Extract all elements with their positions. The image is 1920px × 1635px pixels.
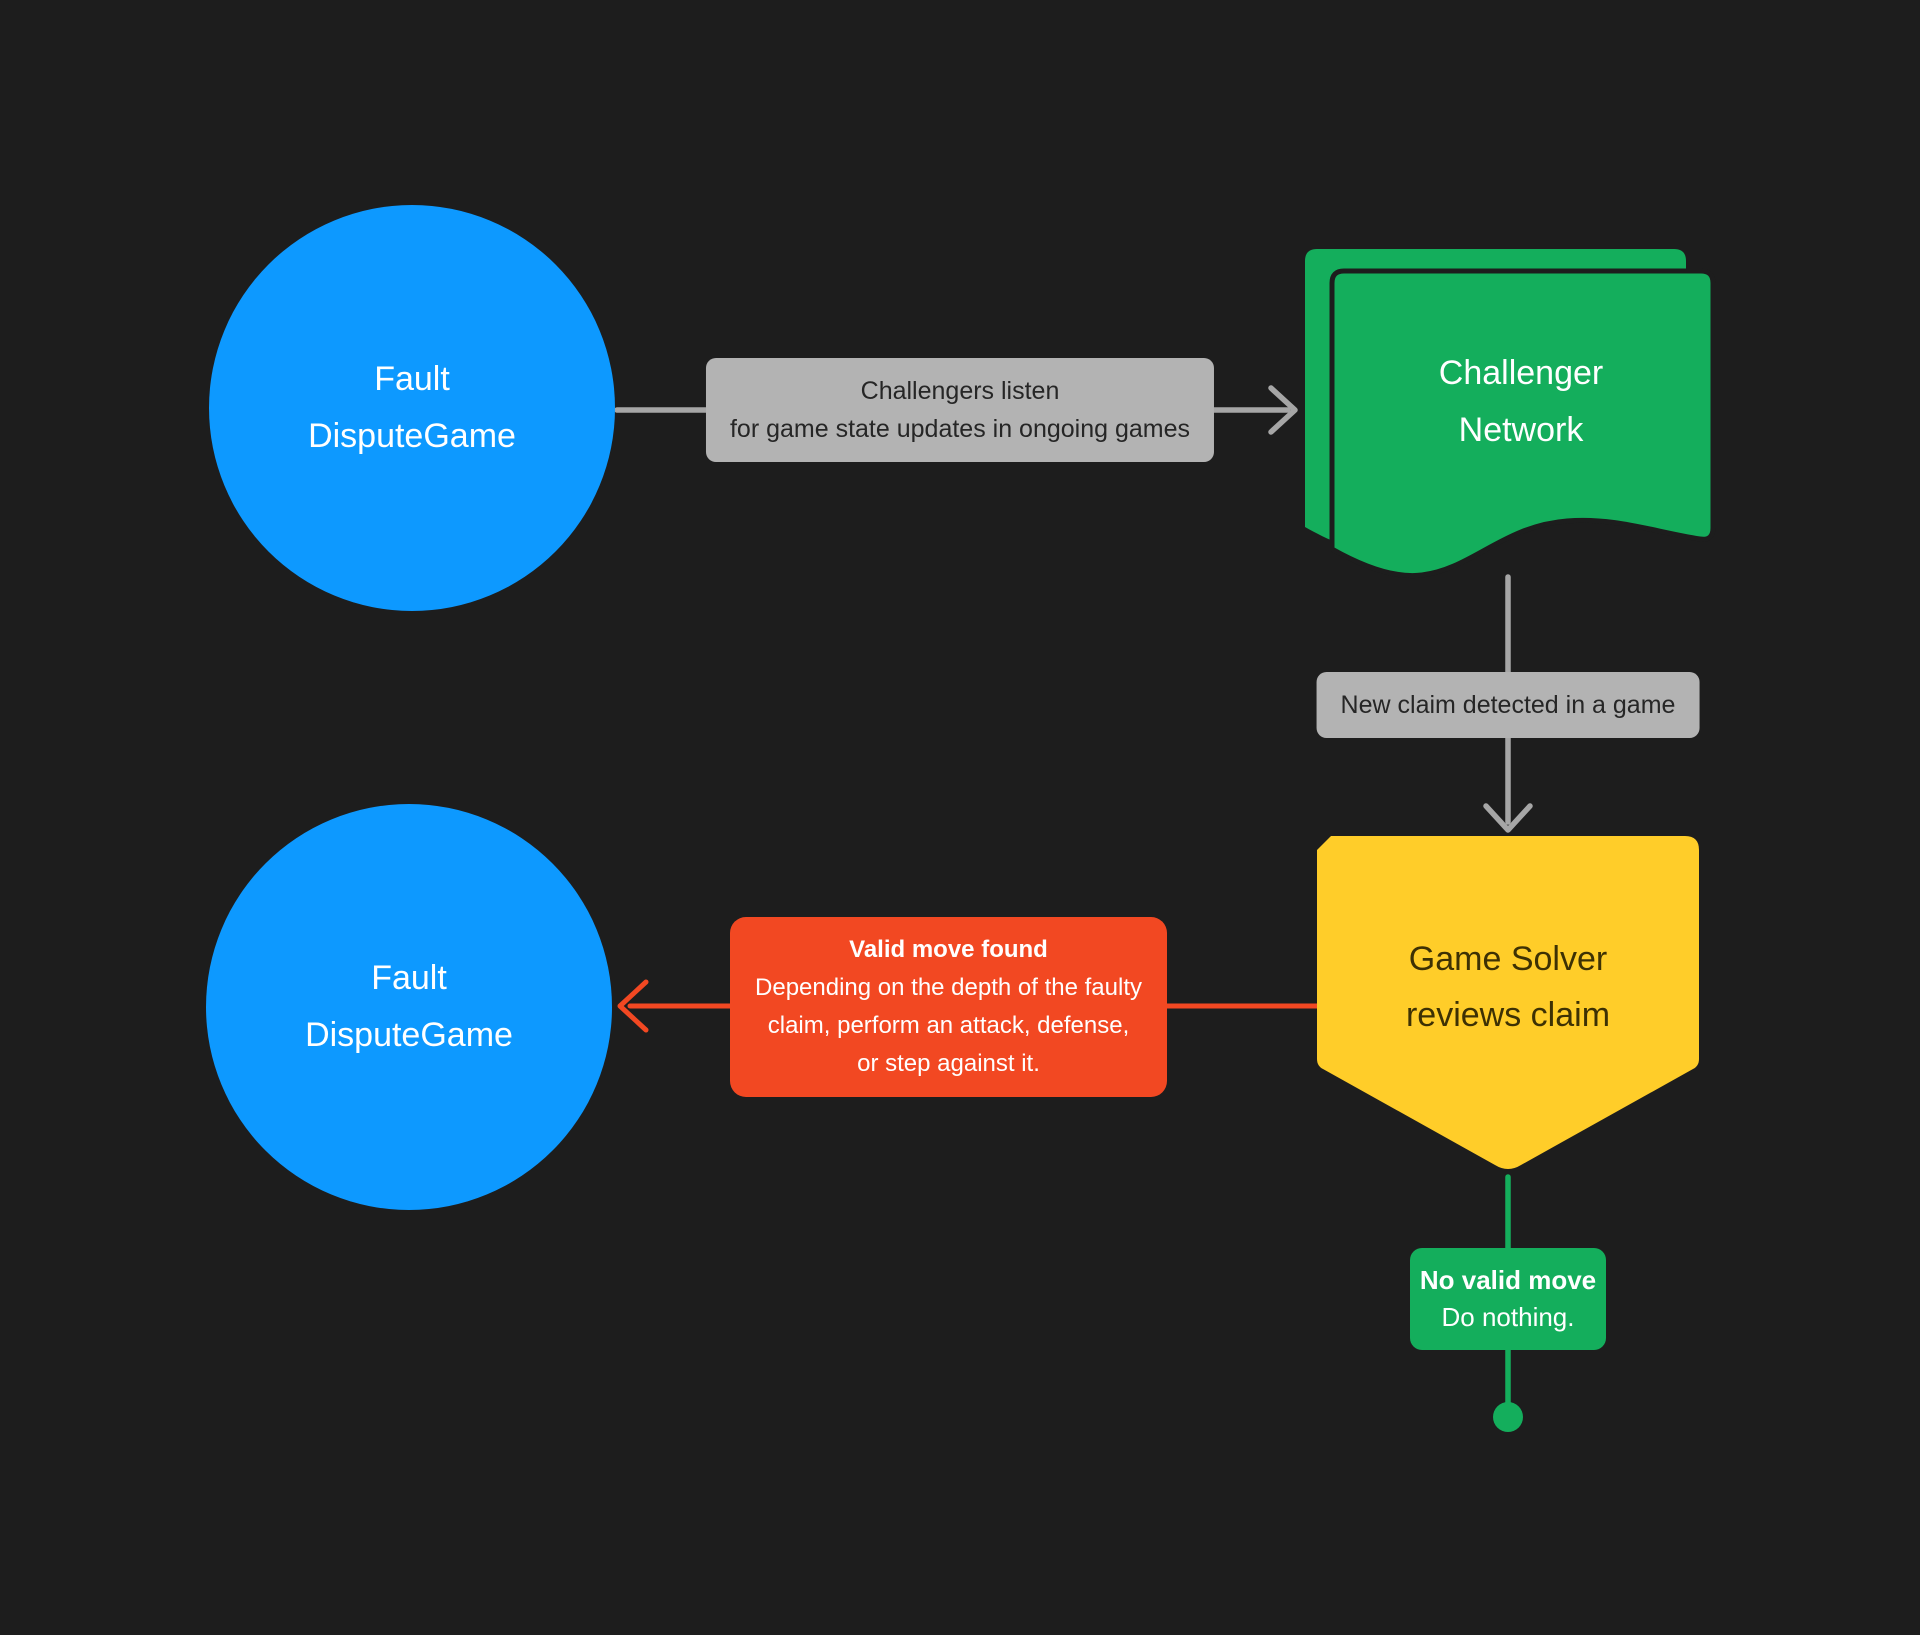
node-fault-dispute-game-top: Fault DisputeGame [209, 205, 615, 611]
no-valid-move-title: No valid move [1419, 1265, 1597, 1295]
valid-move-body: Depending on the depth of the faulty cla… [755, 974, 1142, 1077]
node-fault-dispute-game-bottom: Fault DisputeGame [206, 804, 612, 1210]
arrowhead-down-icon [1483, 803, 1533, 833]
node-label: Fault DisputeGame [308, 360, 516, 455]
node-label: Fault DisputeGame [305, 959, 513, 1054]
arrowhead-left-icon [617, 979, 649, 1033]
valid-move-title: Valid move found [849, 936, 1048, 963]
edge-label-no-valid-move: No valid move Do nothing. [1410, 1248, 1606, 1350]
no-valid-move-body: Do nothing. [1441, 1302, 1575, 1332]
arrowhead-right-icon [1268, 385, 1298, 435]
edge-label-challengers-listen: Challengers listen for game state update… [705, 358, 1215, 462]
terminator-dot [1493, 1402, 1523, 1432]
node-game-solver-label: Game Solver reviews claim [1405, 940, 1611, 1034]
pentagon-shape [1317, 836, 1699, 1169]
document-front-sheet [1329, 268, 1716, 579]
edge-label-valid-move: Valid move found Depending on the depth … [730, 917, 1167, 1097]
edge-label-new-claim: New claim detected in a game [1316, 672, 1700, 738]
node-challenger-network-label: Challenger Network [1438, 354, 1604, 449]
